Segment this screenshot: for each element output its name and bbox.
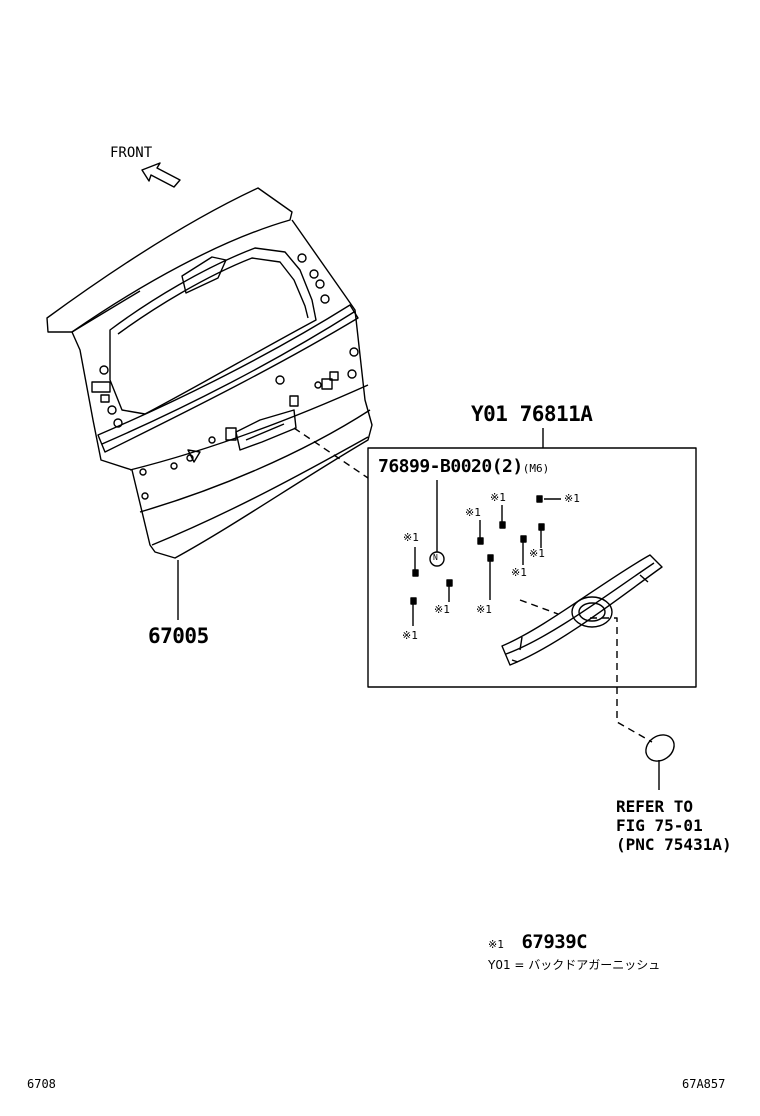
refer-to-note: REFER TO FIG 75-01 (PNC 75431A) (616, 797, 732, 854)
nut-n-mark: N (433, 553, 438, 562)
callout-mark: ※1 (564, 492, 580, 505)
callout-mark: ※1 (529, 547, 545, 560)
part-number-garnish[interactable]: Y01 76811A (471, 402, 593, 426)
refer-line-3: (PNC 75431A) (616, 835, 732, 854)
legend-part-number[interactable]: 67939C (521, 931, 588, 953)
back-door-panel (46, 187, 373, 620)
screw-size: (M6) (522, 462, 550, 475)
refer-line-1: REFER TO (616, 797, 694, 816)
callout-mark: ※1 (476, 603, 492, 616)
footer-figure-number: 6708 (27, 1077, 56, 1091)
garnish-detail-box (367, 428, 697, 688)
front-arrow-icon (141, 162, 181, 188)
nut-markers (410, 495, 545, 605)
nut-leader-lines (412, 498, 561, 626)
part-number-screw[interactable]: 76899-B0020(2) (378, 456, 523, 477)
part-number-back-door[interactable]: 67005 (148, 624, 209, 648)
callout-mark: ※1 (403, 531, 419, 544)
callout-mark: ※1 (465, 506, 481, 519)
front-label: FRONT (110, 145, 153, 161)
legend-note: ※1 67939C (488, 931, 588, 953)
dashed-connector (293, 427, 653, 743)
footer-diagram-code: 67A857 (682, 1077, 726, 1091)
legend-mark: ※1 (488, 938, 504, 951)
back-door-garnish (501, 554, 663, 666)
refer-line-2: FIG 75-01 (616, 816, 703, 835)
nut-n-circle (429, 551, 445, 567)
legend-definition: Y01 = バックドアガーニッシュ (488, 958, 661, 972)
callout-mark: ※1 (511, 566, 527, 579)
callout-mark: ※1 (434, 603, 450, 616)
callout-mark: ※1 (490, 491, 506, 504)
callout-mark: ※1 (402, 629, 418, 642)
emblem-oval (645, 734, 675, 790)
screw-label: 76899-B0020(2)(M6) (378, 458, 549, 476)
